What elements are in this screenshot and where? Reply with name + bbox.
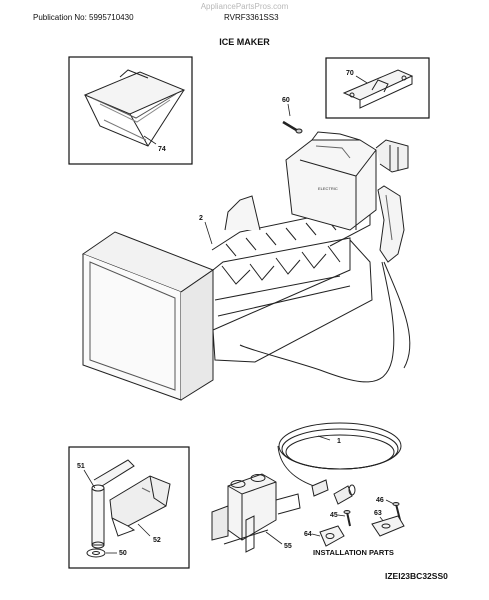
- inset-box-fill-tube: 51 52 50: [68, 446, 190, 569]
- label-2: 2: [199, 215, 203, 222]
- diagram-code: IZEI23BC32SS0: [385, 571, 448, 581]
- label-46: 46: [376, 497, 384, 504]
- watermark-source: AppliancePartsPros.com: [200, 2, 289, 11]
- label-52: 52: [153, 537, 161, 544]
- label-63: 63: [374, 510, 382, 517]
- label-50: 50: [119, 550, 127, 557]
- bracket-70: [342, 69, 414, 109]
- compression-fitting: [311, 479, 356, 505]
- heater-cover-52: [109, 475, 171, 537]
- model-number: RVRF3361SS3: [224, 13, 279, 22]
- label-51: 51: [77, 463, 85, 470]
- label-70: 70: [346, 70, 354, 77]
- installation-parts-label: INSTALLATION PARTS: [313, 548, 394, 557]
- screw-60: 60: [282, 97, 303, 134]
- label-60: 60: [282, 97, 290, 104]
- label-74: 74: [158, 146, 166, 153]
- water-line-1: [277, 422, 402, 489]
- label-64: 64: [304, 531, 312, 538]
- installation-parts: 46 45 63 64 INSTALLATION PARTS: [304, 497, 405, 557]
- label-55: 55: [284, 543, 292, 550]
- ice-maker-assembly-2: ELECTRIC: [81, 131, 411, 401]
- label-1: 1: [337, 438, 341, 445]
- label-45: 45: [330, 512, 338, 519]
- publication-number: Publication No: 5995710430: [33, 13, 134, 22]
- fill-tube-51: [91, 459, 135, 549]
- inset-box-70: 70: [325, 57, 430, 119]
- water-valve-55: [211, 473, 301, 553]
- washer-50: [86, 548, 106, 558]
- inset-box-74: 74: [68, 56, 193, 165]
- page-title: ICE MAKER: [219, 37, 270, 47]
- svg-text:ELECTRIC: ELECTRIC: [318, 186, 338, 191]
- ice-tray-74: [83, 69, 186, 147]
